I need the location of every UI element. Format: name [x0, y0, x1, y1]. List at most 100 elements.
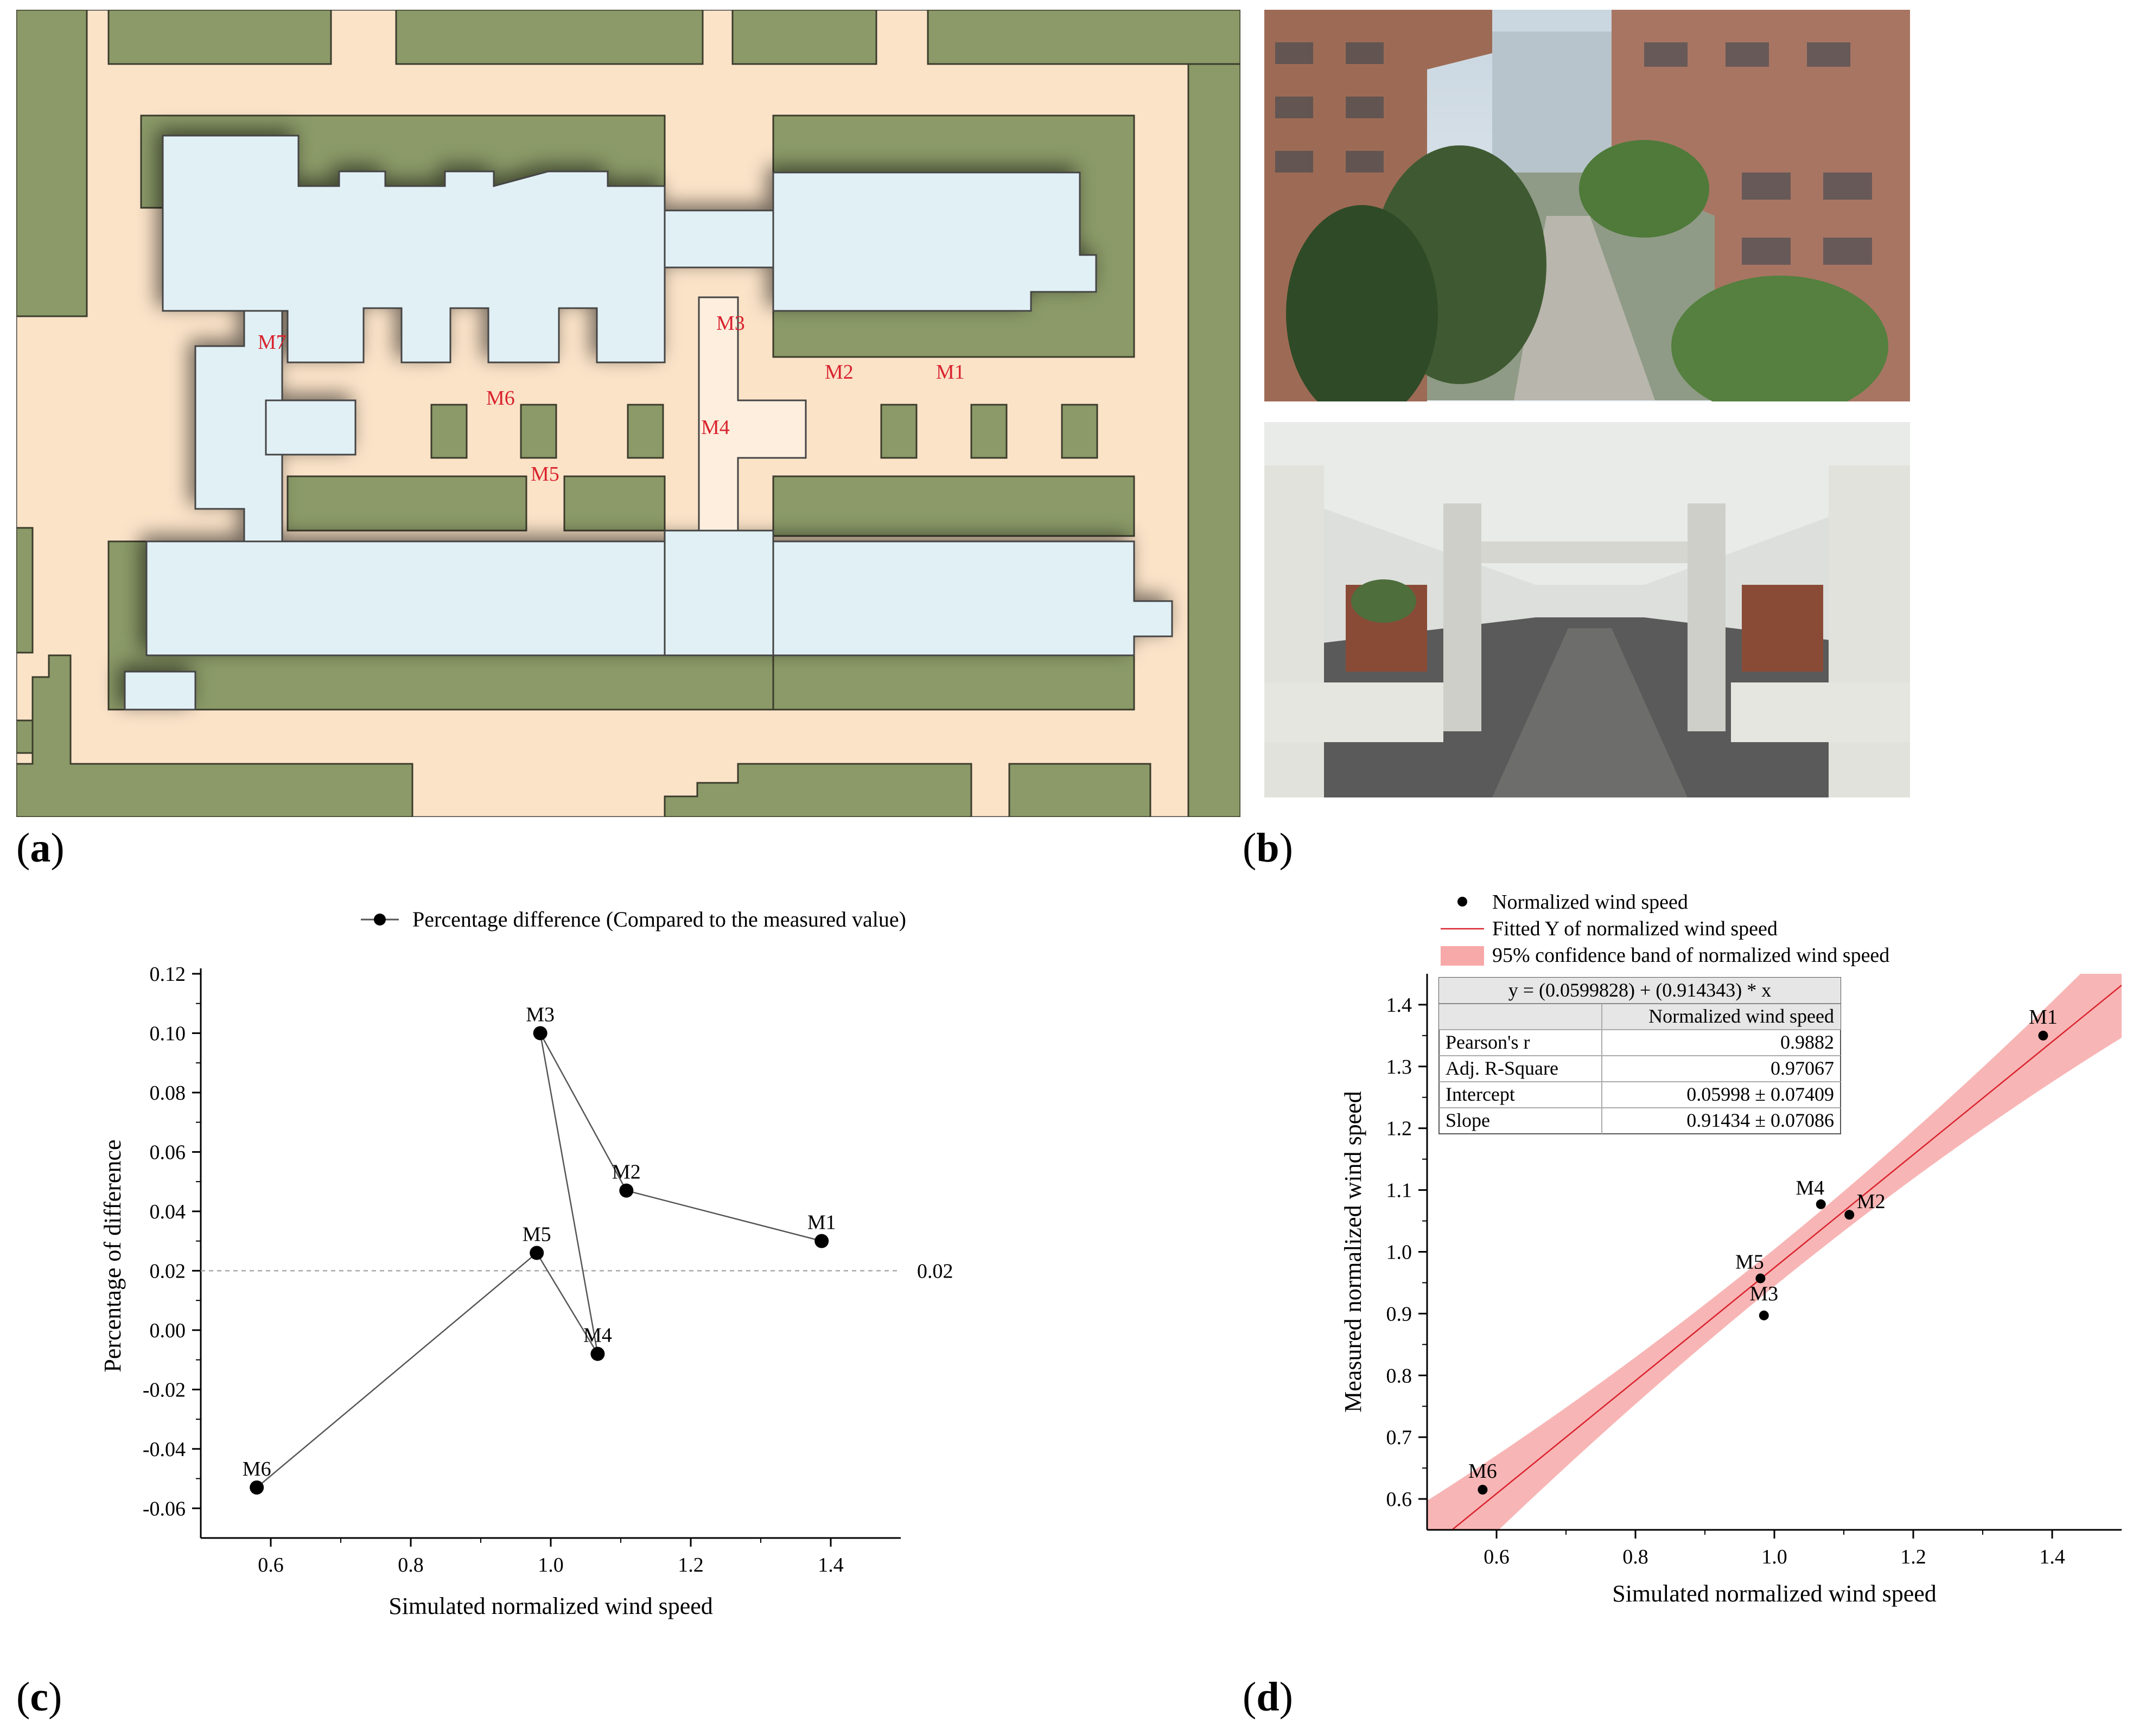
percentage-difference-chart: Percentage difference (Compared to the m…: [99, 907, 953, 1619]
legend-band-swatch: [1441, 946, 1484, 966]
fit-line: [1451, 985, 2122, 1530]
y-tick-label: 1.1: [1386, 1179, 1412, 1202]
y-tick-label: 1.2: [1386, 1118, 1412, 1140]
legend-label-points: Normalized wind speed: [1492, 891, 1688, 914]
x-tick-label: 1.2: [678, 1554, 704, 1577]
stats-row-value: 0.97067: [1771, 1057, 1834, 1079]
y-tick-label: 0.6: [1386, 1488, 1412, 1511]
data-point-m2: [1844, 1210, 1855, 1220]
legend-label-band: 95% confidence band of normalized wind s…: [1492, 944, 1889, 967]
data-point-m6: [250, 1480, 264, 1495]
panel-label-c: (c): [16, 1674, 62, 1720]
stats-row-name: Intercept: [1446, 1083, 1515, 1105]
y-tick-label: 1.4: [1386, 994, 1412, 1017]
marker-m4: M4: [701, 416, 730, 439]
x-axis-label: Simulated normalized wind speed: [1612, 1580, 1937, 1607]
x-tick-label: 0.6: [258, 1554, 284, 1577]
y-tick-label: 0.04: [150, 1201, 186, 1223]
measurement-markers: M1 M2 M3 M4 M5 M6 M7: [258, 312, 965, 486]
y-tick-label: -0.06: [143, 1497, 186, 1520]
data-point-m3: [533, 1026, 548, 1041]
legend-marker: [374, 914, 386, 926]
y-tick-label: -0.02: [143, 1378, 186, 1401]
point-label-m5: M5: [1735, 1250, 1764, 1273]
data-point-m3: [1759, 1310, 1769, 1320]
data-point-m4: [1816, 1199, 1826, 1209]
stats-row-value: 0.9882: [1780, 1031, 1834, 1053]
x-tick-label: 1.0: [1761, 1546, 1787, 1568]
point-label-m4: M4: [583, 1324, 612, 1347]
y-tick-label: 0.08: [150, 1082, 186, 1105]
data-point-m4: [590, 1346, 605, 1361]
marker-m3: M3: [716, 312, 745, 335]
regression-chart: 0.6 0.7 0.8 0.9 1.0 1.1 1.2 1.3 1.4 0.6 0.8 1.0 1.2 1…: [1340, 891, 2122, 1607]
y-tick-label: 0.9: [1386, 1303, 1412, 1325]
y-tick-label: 0.7: [1386, 1426, 1412, 1449]
legend-label: Percentage difference (Compared to the m…: [412, 907, 906, 931]
y-tick-label: 0.12: [150, 963, 186, 986]
panel-label-a: (a): [16, 825, 65, 871]
data-point-m6: [1478, 1484, 1488, 1495]
courtyard-photo-icon: [1264, 10, 1910, 401]
x-tick-label: 0.8: [1622, 1546, 1648, 1568]
y-axis-label: Measured normalized wind speed: [1340, 1091, 1366, 1413]
site-plan-panel: M1 M2 M3 M4 M5 M6 M7: [15, 9, 1242, 818]
data-point-m1: [814, 1234, 829, 1248]
x-tick-label: 1.4: [818, 1554, 844, 1577]
stats-table-column-header: Normalized wind speed: [1648, 1005, 1834, 1027]
site-plan-map: M1 M2 M3 M4 M5 M6 M7: [15, 9, 1242, 818]
y-tick-label: 0.10: [150, 1022, 186, 1045]
x-tick-label: 1.2: [1900, 1546, 1926, 1568]
marker-m7: M7: [258, 331, 287, 354]
y-tick-label: 1.3: [1386, 1056, 1412, 1078]
y-tick-label: 0.8: [1386, 1364, 1412, 1387]
stats-row-value: 0.05998 ± 0.07409: [1686, 1083, 1834, 1105]
y-tick-label: 0.00: [150, 1319, 186, 1342]
y-tick-label: 0.06: [150, 1141, 186, 1164]
legend-label-fit: Fitted Y of normalized wind speed: [1492, 917, 1778, 940]
series-line: [256, 1032, 822, 1488]
regression-chart-panel: 0.6 0.7 0.8 0.9 1.0 1.1 1.2 1.3 1.4 0.6 0.8 1.0 1.2 1…: [1324, 879, 2139, 1649]
corridor-photo-icon: [1264, 422, 1910, 797]
legend-marker: [1457, 897, 1467, 907]
point-label-m6: M6: [243, 1458, 271, 1480]
point-label-m1: M1: [2029, 1006, 2058, 1029]
buildings: [124, 135, 1173, 711]
point-label-m6: M6: [1468, 1460, 1497, 1483]
point-label-m1: M1: [807, 1211, 836, 1234]
y-tick-label: 1.0: [1386, 1241, 1412, 1264]
panel-label-d: (d): [1243, 1674, 1293, 1720]
data-point-m5: [1755, 1273, 1766, 1284]
point-label-m3: M3: [1749, 1282, 1778, 1305]
point-label-m4: M4: [1796, 1177, 1824, 1199]
stats-row-name: Pearson's r: [1446, 1031, 1530, 1053]
stats-row-name: Slope: [1446, 1109, 1490, 1131]
x-tick-label: 1.4: [2039, 1546, 2065, 1568]
stats-row-name: Adj. R-Square: [1446, 1057, 1558, 1079]
marker-m1: M1: [936, 361, 965, 384]
x-tick-label: 0.8: [398, 1554, 424, 1577]
data-point-m1: [2038, 1030, 2048, 1041]
x-axis-label: Simulated normalized wind speed: [389, 1593, 713, 1619]
percentage-difference-chart-panel: Percentage difference (Compared to the m…: [81, 890, 1004, 1649]
corridor-photo: [1264, 422, 1910, 797]
data-point-m2: [619, 1183, 634, 1198]
confidence-band: [1427, 974, 2122, 1530]
courtyard-photo: [1264, 10, 1910, 401]
stats-row-value: 0.91434 ± 0.07086: [1686, 1109, 1834, 1131]
stats-table-equation: y = (0.0599828) + (0.914343) * x: [1508, 979, 1772, 1001]
y-tick-label: 0.02: [150, 1260, 186, 1282]
point-label-m3: M3: [526, 1003, 555, 1026]
point-label-m5: M5: [523, 1223, 551, 1246]
point-label-m2: M2: [612, 1161, 641, 1184]
walkways: [664, 296, 807, 656]
x-tick-label: 1.0: [538, 1554, 564, 1577]
y-axis-label: Percentage of difference: [99, 1139, 126, 1372]
reference-line-label: 0.02: [917, 1260, 953, 1282]
point-label-m2: M2: [1857, 1190, 1886, 1213]
marker-m2: M2: [825, 361, 854, 384]
data-point-m5: [530, 1246, 544, 1260]
marker-m5: M5: [531, 463, 559, 486]
x-tick-label: 0.6: [1484, 1546, 1510, 1568]
panel-label-b: (b): [1243, 825, 1293, 871]
